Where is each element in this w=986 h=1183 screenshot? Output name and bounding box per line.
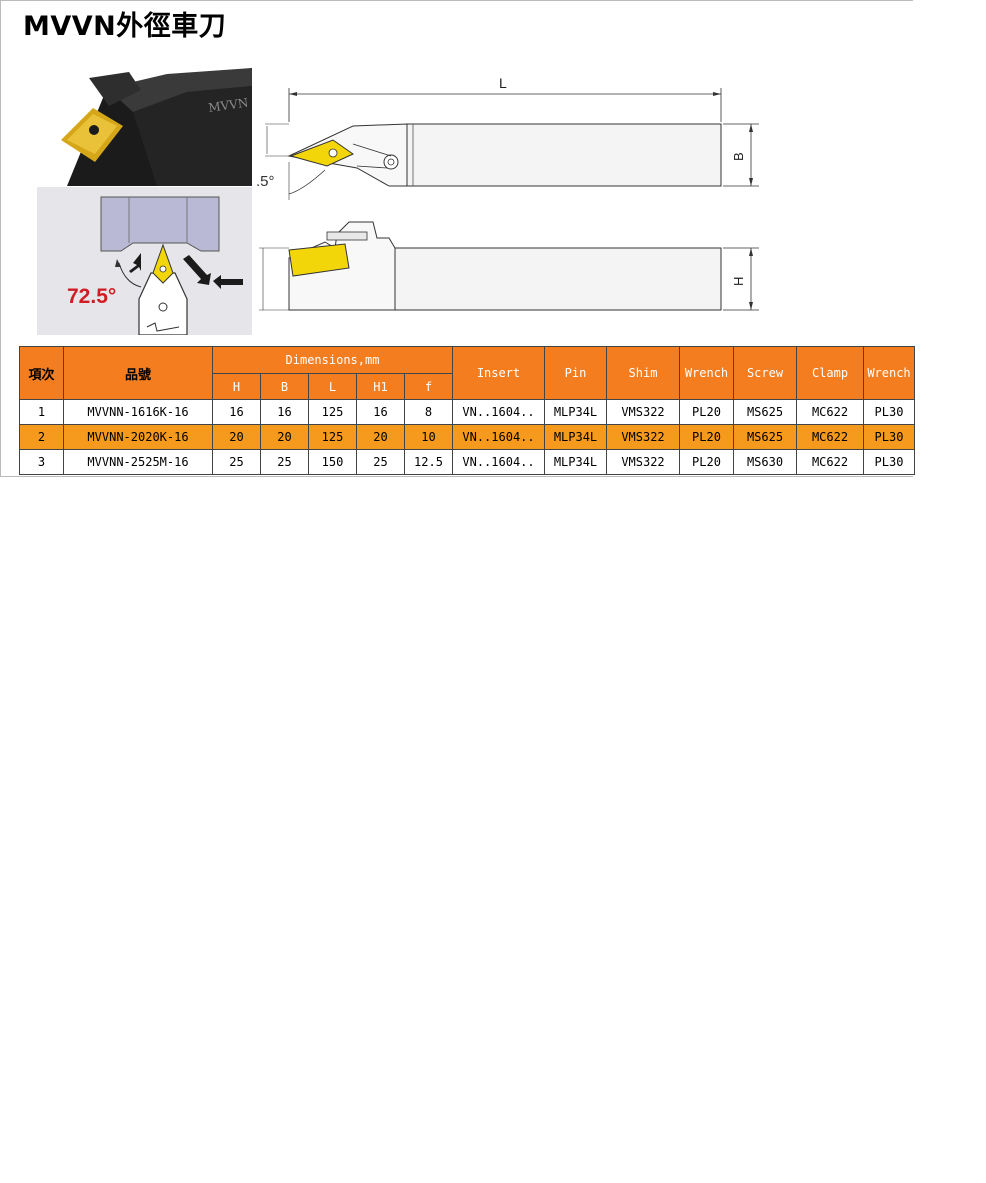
header-dim-H: H [212,373,261,400]
top-angle-label: .5° [256,173,275,190]
dim-H-label: H [731,277,746,286]
cell-l: 150 [308,449,357,475]
header-dim-H1: H1 [356,373,405,400]
cell-wrench-2: PL30 [863,399,915,425]
header-dimensions: Dimensions,mm [212,346,453,374]
cell-pin: MLP34L [544,449,607,475]
top-rule [1,0,913,1]
cell-item: 1 [19,399,64,425]
dimension-drawing: L B [259,75,759,311]
holder-engraving: MVVN [207,96,249,115]
header-part-no: 品號 [63,346,213,400]
cell-b: 16 [260,399,309,425]
cell-screw: MS630 [733,449,797,475]
spec-table: 項次 品號 Dimensions,mm Insert Pin Shim Wren… [19,346,915,475]
header-clamp: Clamp [796,346,864,400]
cell-b: 20 [260,424,309,450]
cell-f: 10 [404,424,453,450]
header-shim: Shim [606,346,680,400]
cell-part-no: MVVNN-2525M-16 [63,449,213,475]
cell-insert: VN..1604.. [452,424,545,450]
cell-b: 25 [260,449,309,475]
spec-sheet: MVVN外徑車刀 MVVN 72.5° [0,0,915,477]
cell-pin: MLP34L [544,399,607,425]
cell-l: 125 [308,424,357,450]
cell-h: 20 [212,424,261,450]
header-dim-B: B [260,373,309,400]
cell-wrench-2: PL30 [863,449,915,475]
cell-l: 125 [308,399,357,425]
header-dim-L: L [308,373,357,400]
cell-screw: MS625 [733,399,797,425]
cutting-direction-diagram [37,187,252,335]
cell-wrench: PL20 [679,424,734,450]
cell-h1: 20 [356,424,405,450]
cell-part-no: MVVNN-1616K-16 [63,399,213,425]
cell-shim: VMS322 [606,449,680,475]
cell-pin: MLP34L [544,424,607,450]
product-photo: MVVN [37,68,252,186]
header-dim-f: f [404,373,453,400]
header-screw: Screw [733,346,797,400]
cell-clamp: MC622 [796,424,864,450]
cell-part-no: MVVNN-2020K-16 [63,424,213,450]
header-insert: Insert [452,346,545,400]
feed-arrow-icon [129,253,243,289]
cell-item: 2 [19,424,64,450]
cell-shim: VMS322 [606,399,680,425]
cell-shim: VMS322 [606,424,680,450]
lead-angle-label: 72.5° [67,285,117,308]
table-row: 1 MVVNN-1616K-16 16 16 125 16 8 VN..1604… [19,399,915,425]
cell-insert: VN..1604.. [452,449,545,475]
dim-L-label: L [499,75,507,91]
cell-h: 25 [212,449,261,475]
cell-h: 16 [212,399,261,425]
cell-h1: 25 [356,449,405,475]
cell-f: 8 [404,399,453,425]
cell-h1: 16 [356,399,405,425]
header-pin: Pin [544,346,607,400]
header-wrench: Wrench [679,346,734,400]
cell-f: 12.5 [404,449,453,475]
header-item: 項次 [19,346,64,400]
cell-wrench: PL20 [679,399,734,425]
cell-wrench-2: PL30 [863,424,915,450]
cell-item: 3 [19,449,64,475]
dim-B-label: B [731,152,746,161]
table-row: 2 MVVNN-2020K-16 20 20 125 20 10 VN..160… [19,424,915,450]
cell-clamp: MC622 [796,399,864,425]
page-title: MVVN外徑車刀 [23,11,227,42]
cell-clamp: MC622 [796,449,864,475]
table-row: 3 MVVNN-2525M-16 25 25 150 25 12.5 VN..1… [19,449,915,475]
cell-screw: MS625 [733,424,797,450]
cell-wrench: PL20 [679,449,734,475]
cell-insert: VN..1604.. [452,399,545,425]
header-wrench-2: Wrench [863,346,915,400]
